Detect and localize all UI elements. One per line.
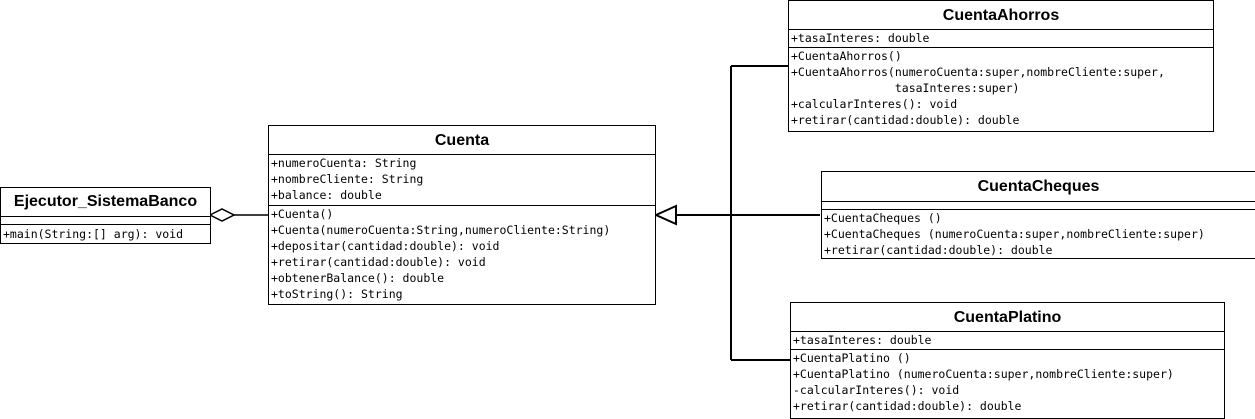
class-ejecutor-sistemabanco[interactable]: Ejecutor_SistemaBanco +main(String:[] ar… <box>0 187 211 244</box>
class-name: Cuenta <box>269 126 655 155</box>
operation: +obtenerBalance(): double <box>271 271 445 285</box>
generalization-connector <box>653 65 820 361</box>
operation: +retirar(cantidad:double): double <box>824 243 1053 257</box>
aggregation-diamond <box>208 208 236 222</box>
attributes-section: +tasaInteres: double <box>791 332 1224 350</box>
operation: +retirar(cantidad:double): double <box>791 113 1020 127</box>
operation: tasaInteres:super) <box>791 81 1020 95</box>
attribute: +numeroCuenta: String <box>271 156 417 170</box>
class-name: CuentaAhorros <box>789 1 1213 30</box>
class-cuentacheques[interactable]: CuentaCheques +CuentaCheques () +CuentaC… <box>821 171 1255 259</box>
class-name: CuentaCheques <box>822 172 1255 202</box>
inheritance-triangle <box>653 204 677 226</box>
attributes-section <box>1 217 210 225</box>
operation: +CuentaAhorros() <box>791 49 902 63</box>
operation: +CuentaCheques () <box>824 211 942 225</box>
operation: +Cuenta() <box>271 207 334 221</box>
class-name: Ejecutor_SistemaBanco <box>1 188 210 217</box>
attributes-section <box>822 202 1255 210</box>
class-name: CuentaPlatino <box>791 303 1224 332</box>
operations-section: +main(String:[] arg): void <box>1 225 210 242</box>
operation: +CuentaPlatino () <box>793 351 911 365</box>
attribute: +tasaInteres: double <box>793 333 932 347</box>
attribute: +balance: double <box>271 188 382 202</box>
attribute: +tasaInteres: double <box>791 31 930 45</box>
operation: +Cuenta(numeroCuenta:String,numeroClient… <box>271 223 611 237</box>
operations-section: +CuentaPlatino () +CuentaPlatino (numero… <box>791 350 1224 414</box>
operation: +CuentaAhorros(numeroCuenta:super,nombre… <box>791 65 1165 79</box>
operation: +calcularInteres(): void <box>791 97 958 111</box>
attributes-section: +tasaInteres: double <box>789 30 1213 48</box>
attribute: +nombreCliente: String <box>271 172 424 186</box>
operation: +retirar(cantidad:double): void <box>271 255 486 269</box>
operations-section: +Cuenta() +Cuenta(numeroCuenta:String,nu… <box>269 206 655 302</box>
aggregation-connector <box>208 208 268 222</box>
operation: +depositar(cantidad:double): void <box>271 239 500 253</box>
operation: +CuentaPlatino (numeroCuenta:super,nombr… <box>793 367 1174 381</box>
attributes-section: +numeroCuenta: String +nombreCliente: St… <box>269 155 655 206</box>
operations-section: +CuentaAhorros() +CuentaAhorros(numeroCu… <box>789 48 1213 128</box>
class-cuentaplatino[interactable]: CuentaPlatino +tasaInteres: double +Cuen… <box>790 302 1225 419</box>
operation: +main(String:[] arg): void <box>3 227 184 241</box>
operation: +retirar(cantidad:double): double <box>793 399 1022 413</box>
operation: -calcularInteres(): void <box>793 383 960 397</box>
operation: +CuentaCheques (numeroCuenta:super,nombr… <box>824 227 1205 241</box>
operation: +toString(): String <box>271 287 403 301</box>
class-cuenta[interactable]: Cuenta +numeroCuenta: String +nombreClie… <box>268 125 656 305</box>
class-cuentaahorros[interactable]: CuentaAhorros +tasaInteres: double +Cuen… <box>788 0 1214 132</box>
operations-section: +CuentaCheques () +CuentaCheques (numero… <box>822 210 1255 258</box>
